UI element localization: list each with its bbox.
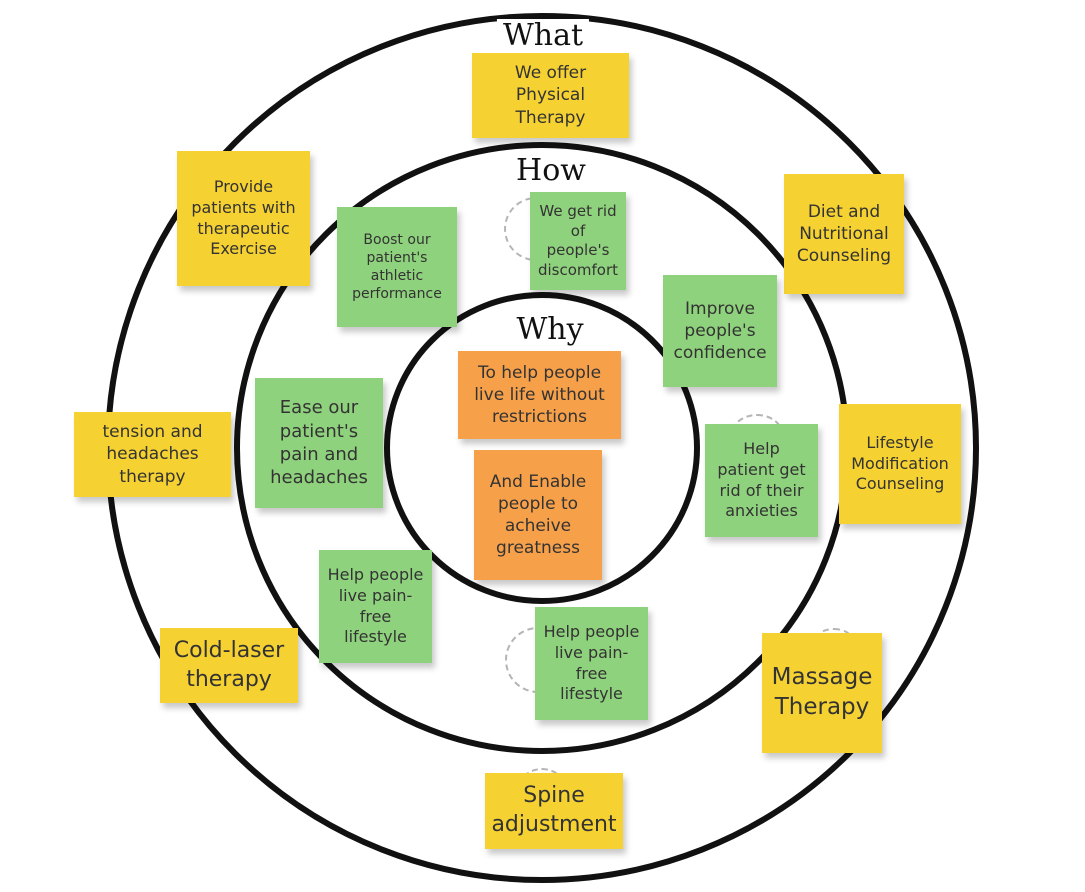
sticky-note-pain-free-left[interactable]: Help people live pain-free lifestyle xyxy=(319,550,432,663)
sticky-note-text: To help people live life without restric… xyxy=(474,362,605,428)
sticky-note-massage-therapy[interactable]: Massage Therapy xyxy=(762,633,882,753)
why-ring-label: Why xyxy=(510,313,590,347)
sticky-note-text: We get rid of people's discomfort xyxy=(537,202,619,279)
sticky-note-text: Help people live pain-free lifestyle xyxy=(327,564,424,647)
sticky-note-text: Help people live pain-free lifestyle xyxy=(543,621,640,704)
sticky-note-text: Provide patients with therapeutic Exerci… xyxy=(191,176,296,259)
sticky-note-lifestyle-modification[interactable]: Lifestyle Modification Counseling xyxy=(839,404,961,524)
how-ring-label: How xyxy=(510,154,592,188)
sticky-note-pain-headaches[interactable]: Ease our patient's pain and headaches xyxy=(255,378,383,508)
sticky-note-text: Ease our patient's pain and headaches xyxy=(270,397,368,489)
sticky-note-live-without-restrictions[interactable]: To help people live life without restric… xyxy=(458,351,621,439)
sticky-note-text: Massage Therapy xyxy=(771,664,873,720)
sticky-note-anxieties[interactable]: Help patient get rid of their anxieties xyxy=(705,424,818,537)
sticky-note-pain-free-bottom[interactable]: Help people live pain-free lifestyle xyxy=(535,607,648,720)
sticky-note-athletic-performance[interactable]: Boost our patient's athletic performance xyxy=(337,207,457,327)
sticky-note-spine-adjustment[interactable]: Spine adjustment xyxy=(485,773,623,849)
sticky-note-text: Spine adjustment xyxy=(491,783,617,837)
what-ring-label: What xyxy=(496,19,590,53)
sticky-note-text: And Enable people to acheive greatness xyxy=(489,471,587,559)
sticky-note-text: We offer Physical Therapy xyxy=(514,63,587,128)
sticky-note-confidence[interactable]: Improve people's confidence xyxy=(663,275,777,387)
sticky-note-achieve-greatness[interactable]: And Enable people to acheive greatness xyxy=(474,450,602,580)
sticky-note-therapeutic-exercise[interactable]: Provide patients with therapeutic Exerci… xyxy=(177,151,310,286)
sticky-note-text: Improve people's confidence xyxy=(673,298,767,364)
why-ring xyxy=(384,292,700,604)
sticky-note-text: tension and headaches therapy xyxy=(102,422,203,487)
sticky-note-text: Cold-laser therapy xyxy=(173,637,285,692)
sticky-note-diet-counseling[interactable]: Diet and Nutritional Counseling xyxy=(784,174,904,294)
sticky-note-text: Help patient get rid of their anxieties xyxy=(717,438,806,521)
sticky-note-physical-therapy[interactable]: We offer Physical Therapy xyxy=(472,53,629,138)
sticky-note-tension-headaches[interactable]: tension and headaches therapy xyxy=(74,412,231,497)
sticky-note-text: Lifestyle Modification Counseling xyxy=(851,432,949,494)
sticky-note-text: Diet and Nutritional Counseling xyxy=(796,201,892,267)
sticky-note-text: Boost our patient's athletic performance xyxy=(352,231,442,303)
sticky-note-discomfort[interactable]: We get rid of people's discomfort xyxy=(530,192,626,290)
sticky-note-cold-laser[interactable]: Cold-laser therapy xyxy=(160,628,298,703)
